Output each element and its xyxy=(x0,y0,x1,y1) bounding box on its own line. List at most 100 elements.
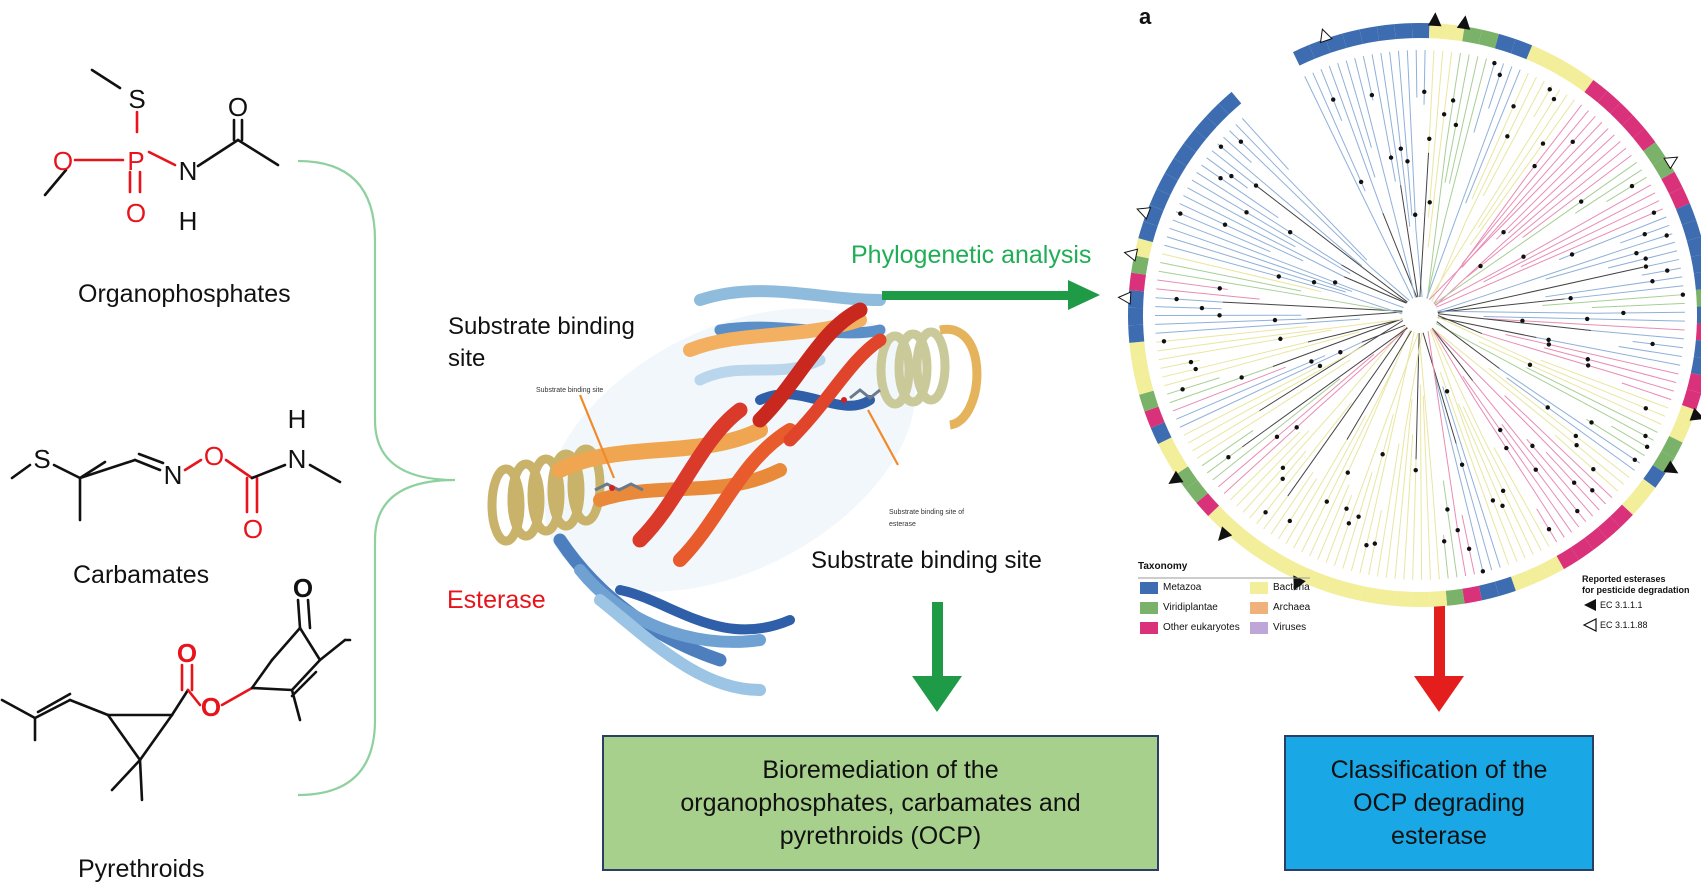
taxonomy-ring-segment xyxy=(1675,405,1697,427)
taxonomy-ring-segment xyxy=(1359,26,1380,45)
op-atom-n: N xyxy=(179,156,198,186)
taxonomy-ring-segment xyxy=(1621,115,1645,138)
tree-node-dot xyxy=(1218,144,1224,149)
tree-branch xyxy=(1345,60,1372,148)
tree-branch xyxy=(1337,62,1376,178)
tree-branch xyxy=(1574,169,1642,214)
tree-branch xyxy=(1472,380,1587,523)
tree-node-dot xyxy=(1532,163,1537,169)
taxonomy-ring-segment xyxy=(1411,591,1430,607)
tree-branch xyxy=(1312,72,1366,192)
tree-branch xyxy=(1462,406,1534,555)
taxonomy-ring-segment xyxy=(1681,389,1701,411)
tree-branch xyxy=(1236,430,1310,507)
tree-node-dot xyxy=(1546,526,1552,532)
tree-branch xyxy=(1337,292,1403,315)
tree-node-dot xyxy=(1274,434,1280,440)
tree-node-dot xyxy=(1492,60,1497,66)
tree-branch xyxy=(1362,329,1411,440)
tree-branch xyxy=(1385,429,1406,578)
tree-node-dot xyxy=(1680,292,1686,297)
carbamate-structure xyxy=(10,452,342,522)
tree-branch xyxy=(1369,266,1410,301)
tree-node-dot xyxy=(1346,521,1352,526)
tree-node-dot xyxy=(1317,363,1323,369)
tree-branch xyxy=(1169,227,1353,292)
ligand-left xyxy=(594,482,644,492)
tree-node-dot xyxy=(1650,341,1655,347)
tree-branch xyxy=(1503,141,1621,244)
taxonomy-ring-segment xyxy=(1526,45,1549,67)
compound-name-organophosphates: Organophosphates xyxy=(78,280,291,308)
tree-branch xyxy=(1426,217,1446,299)
tree-node-dot xyxy=(1642,231,1647,237)
tree-branch xyxy=(1183,364,1323,436)
tree-branch xyxy=(1223,406,1320,494)
tree-branch xyxy=(1160,262,1302,292)
taxonomy-ring-segment xyxy=(1292,44,1315,66)
tree-branch xyxy=(1466,147,1627,278)
tree-node-dot xyxy=(1405,159,1410,164)
taxonomy-ring-segment xyxy=(1526,563,1549,585)
tree-branch xyxy=(1461,514,1475,575)
tree-node-dot xyxy=(1444,389,1450,394)
tree-branch xyxy=(1346,330,1412,440)
taxonomy-ring-segment xyxy=(1149,188,1171,211)
tree-node-dot xyxy=(1427,136,1432,141)
taxonomy-ring-segment xyxy=(1139,390,1159,412)
tree-node-dot xyxy=(1530,443,1535,449)
arrow-phylogenetic xyxy=(882,280,1100,310)
compound-name-pyrethroids: Pyrethroids xyxy=(78,855,205,883)
tree-node-dot xyxy=(1272,317,1278,323)
taxonomy-ring-segment xyxy=(1643,142,1666,165)
tree-node-dot xyxy=(1665,268,1670,273)
tree-node-dot xyxy=(1380,452,1385,457)
tree-branch xyxy=(1249,450,1307,519)
taxonomy-ring-segment xyxy=(1206,103,1229,127)
tree-branch xyxy=(1397,50,1413,216)
tree-node-dot xyxy=(1222,222,1228,227)
site-pointer-right xyxy=(867,409,899,466)
tree-node-dot xyxy=(1505,134,1510,139)
tree-node-dot xyxy=(1650,279,1655,284)
tree-branch xyxy=(1482,438,1542,551)
tree-branch xyxy=(1535,162,1637,235)
legend-swatch-archaea xyxy=(1250,602,1268,614)
substrate-site-label-top: Substrate binding site xyxy=(448,313,635,372)
tree-branch xyxy=(1461,110,1589,265)
tree-node-dot xyxy=(1546,342,1552,347)
tree-branch xyxy=(1352,332,1419,512)
tree-branch xyxy=(1344,276,1407,304)
tree-node-dot xyxy=(1193,366,1198,372)
tree-node-dot xyxy=(1331,97,1336,102)
tree-node-dot xyxy=(1229,173,1234,179)
bioremediation-text: Bioremediation of the organophosphates, … xyxy=(680,755,1081,850)
tree-branch xyxy=(1437,313,1592,331)
tree-branch xyxy=(1380,52,1402,186)
taxonomy-ring-segment xyxy=(1309,571,1331,592)
tree-node-dot xyxy=(1372,541,1378,546)
tree-branch xyxy=(1317,484,1350,560)
tree-node-dot xyxy=(1573,433,1579,439)
taxonomy-ring-segment xyxy=(1129,341,1147,361)
filled-triangle-icon xyxy=(1663,460,1679,474)
taxonomy-ring-segment xyxy=(1134,374,1154,395)
tree-branch xyxy=(1643,258,1680,268)
tree-node-dot xyxy=(1398,146,1404,151)
pyrethroid-structure xyxy=(0,598,352,802)
tree-branch xyxy=(1212,378,1341,481)
open-triangle-icon xyxy=(1136,207,1152,220)
tree-branch xyxy=(1433,373,1484,573)
tree-node-dot xyxy=(1643,256,1648,261)
taxonomy-ring-segment xyxy=(1131,358,1150,378)
tree-branch xyxy=(1472,448,1518,562)
op-atom-s: S xyxy=(128,84,145,114)
classification-box: Classification of the OCP degrading este… xyxy=(1284,735,1594,871)
tree-node-dot xyxy=(1332,280,1338,285)
taxonomy-ring-segment xyxy=(1693,272,1701,290)
tree-branch xyxy=(1382,213,1418,298)
tree-branch xyxy=(1287,327,1408,497)
tree-branch xyxy=(1164,331,1360,387)
tree-branch xyxy=(1448,56,1479,184)
enzyme-label: Esterase xyxy=(447,586,546,614)
